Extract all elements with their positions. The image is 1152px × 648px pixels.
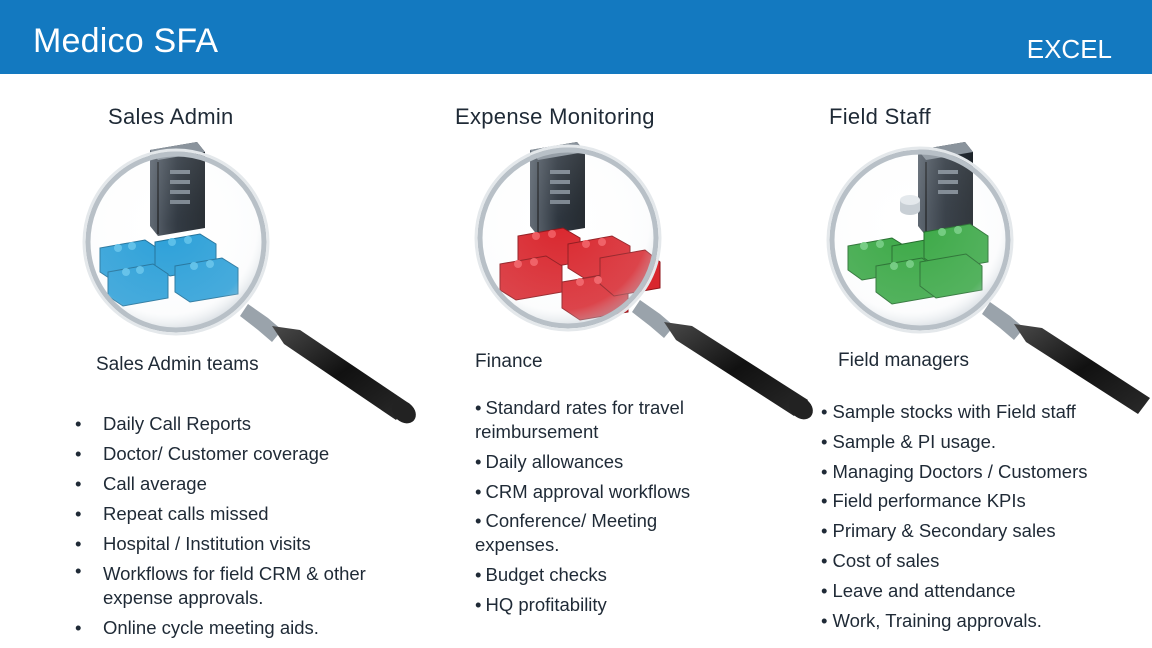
list-item: •Standard rates for travel reimbursement bbox=[475, 397, 684, 442]
list-item: •Primary & Secondary sales bbox=[821, 520, 1056, 542]
list-item: Call average bbox=[75, 469, 405, 499]
magnifying-glass-icon bbox=[474, 142, 813, 420]
list-item: Daily Call Reports bbox=[75, 409, 405, 439]
list-item: •Cost of sales bbox=[821, 549, 940, 571]
list-item: •Sample & PI usage. bbox=[821, 430, 996, 452]
list-item: •Managing Doctors / Customers bbox=[821, 460, 1088, 482]
sales-admin-list: Daily Call Reports Doctor/ Customer cove… bbox=[75, 409, 405, 643]
list-item: •Work, Training approvals. bbox=[821, 609, 1042, 631]
list-item: Online cycle meeting aids. bbox=[75, 613, 405, 643]
header-right-label: EXCEL bbox=[1026, 34, 1112, 64]
list-item: •CRM approval workflows bbox=[475, 481, 691, 502]
list-item: Workflows for field CRM & other expense … bbox=[75, 559, 405, 613]
list-item: Repeat calls missed bbox=[75, 499, 405, 529]
list-item: •Leave and attendance bbox=[821, 579, 1016, 601]
list-item: Hospital / Institution visits bbox=[75, 529, 405, 559]
field-staff-list: •Sample stocks with Field staff •Sample … bbox=[821, 397, 1141, 635]
magnifying-glass-icon bbox=[826, 142, 1150, 414]
column-heading-field-staff: Field Staff bbox=[829, 104, 931, 129]
subheading-sales-admin-teams: Sales Admin teams bbox=[96, 354, 259, 375]
list-item: •Daily allowances bbox=[475, 451, 624, 472]
column-heading-expense-monitoring: Expense Monitoring bbox=[455, 104, 655, 129]
expense-monitoring-list: •Standard rates for travel reimbursement… bbox=[475, 396, 725, 623]
list-item: •Sample stocks with Field staff bbox=[821, 401, 1076, 422]
magnifying-glass-icon bbox=[82, 142, 416, 424]
list-item: •Conference/ Meeting expenses. bbox=[475, 510, 658, 555]
app-title: Medico SFA bbox=[33, 22, 219, 60]
column-heading-sales-admin: Sales Admin bbox=[108, 104, 234, 129]
list-item: •Field performance KPIs bbox=[821, 490, 1026, 512]
subheading-finance: Finance bbox=[475, 351, 543, 372]
list-item: •HQ profitability bbox=[475, 594, 607, 615]
list-item: Doctor/ Customer coverage bbox=[75, 439, 405, 469]
subheading-field-managers: Field managers bbox=[838, 350, 969, 371]
list-item: •Budget checks bbox=[475, 564, 607, 585]
header-bar: Medico SFA EXCEL bbox=[0, 0, 1152, 74]
